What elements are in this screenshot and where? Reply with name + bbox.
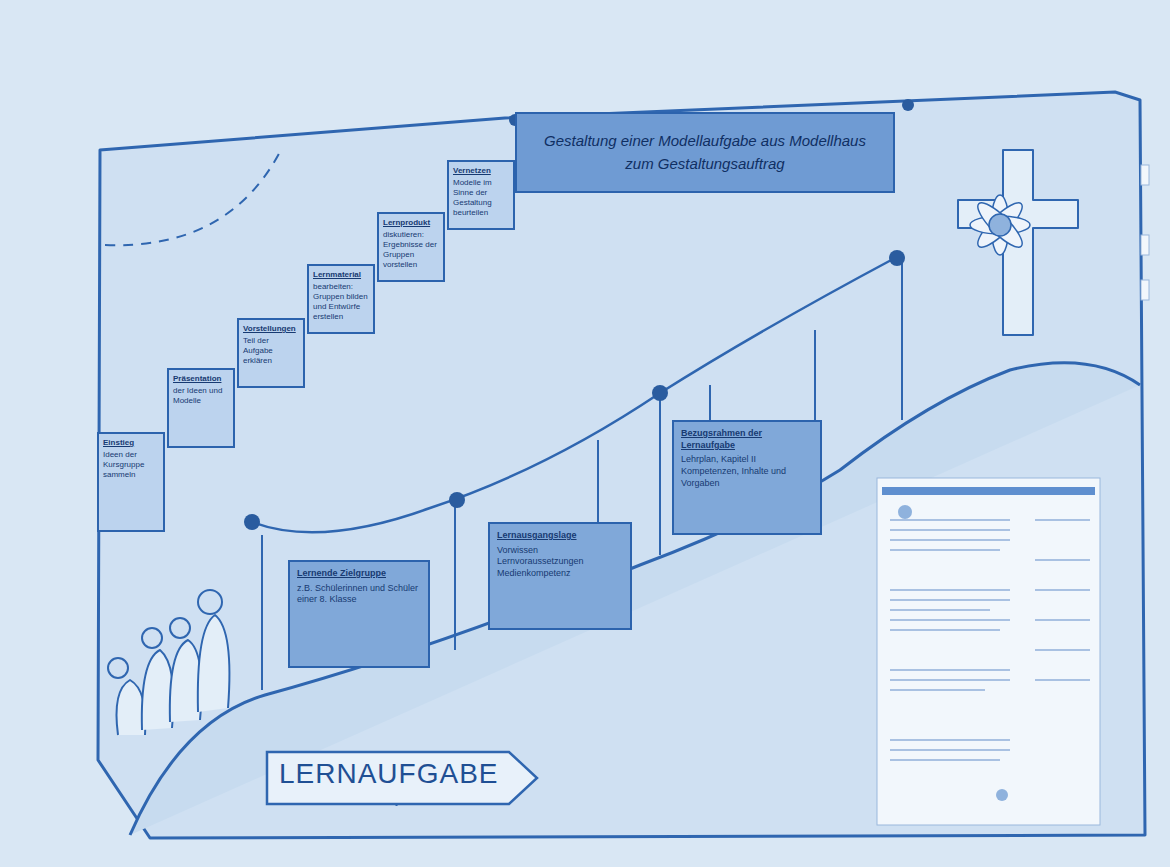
box-heading: Lernende Zielgruppe [297, 568, 421, 580]
box-text: Vorwissen Lernvoraussetzungen Medienkomp… [497, 545, 623, 580]
signpost: LERNAUFGABE [265, 750, 539, 806]
box-heading: Lernmaterial [313, 270, 369, 280]
box-text: diskutieren: Ergebnisse der Gruppen vors… [383, 230, 439, 270]
station-box: LernausgangslageVorwissen Lernvoraussetz… [488, 522, 632, 630]
stair-step-box: Lernmaterial bearbeiten: Gruppen bilden u… [307, 264, 375, 334]
station-box: Lernende Zielgruppe z.B. Schülerinnen und… [288, 560, 430, 668]
box-heading: Bezugsrahmen der Lernaufgabe [681, 428, 813, 451]
box-text: Lehrplan, Kapitel II Kompetenzen, Inhalt… [681, 454, 813, 489]
box-text: z.B. Schülerinnen und Schüler einer 8. K… [297, 583, 421, 606]
box-heading: Lernprodukt [383, 218, 439, 228]
stair-step-box: VernetzenModelle im Sinne der Gestaltung… [447, 160, 515, 230]
station-box: Bezugsrahmen der LernaufgabeLehrplan, Ka… [672, 420, 822, 535]
box-text: LERNAUFGABE [279, 758, 499, 790]
signpost-shape [267, 752, 537, 804]
stair-step-box: VorstellungenTeil der Aufgabe erklären [237, 318, 305, 388]
stair-step-box: Präsentation der Ideen und Modelle [167, 368, 235, 448]
box-heading: Einstieg [103, 438, 159, 448]
poster-title: Gestaltung einer Modellaufgabe aus Model… [535, 130, 875, 175]
box-text: Teil der Aufgabe erklären [243, 336, 299, 366]
signpost-post [396, 804, 398, 806]
title-banner: Gestaltung einer Modellaufgabe aus Model… [515, 112, 895, 193]
box-text: der Ideen und Modelle [173, 386, 229, 406]
box-text: Modelle im Sinne der Gestaltung beurteil… [453, 178, 509, 218]
box-text: bearbeiten: Gruppen bilden und Entwürfe … [313, 282, 369, 322]
box-text: Ideen der Kursgruppe sammeln [103, 450, 159, 480]
box-heading: Lernausgangslage [497, 530, 623, 542]
box-heading: Vorstellungen [243, 324, 299, 334]
box-heading: Vernetzen [453, 166, 509, 176]
box-heading: Präsentation [173, 374, 229, 384]
stair-step-box: Lernprodukt diskutieren: Ergebnisse der G… [377, 212, 445, 282]
stair-step-box: EinstiegIdeen der Kursgruppe sammeln [97, 432, 165, 532]
